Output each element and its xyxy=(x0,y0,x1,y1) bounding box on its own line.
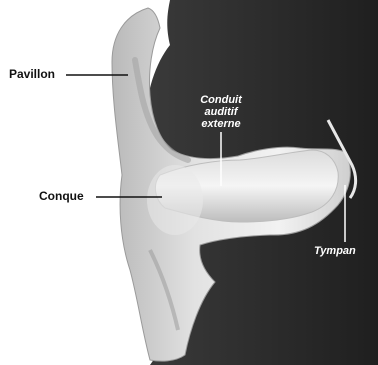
concha-bowl xyxy=(147,165,203,235)
label-pavillon: Pavillon xyxy=(9,67,55,81)
label-conduit-auditif-externe: Conduit auditif externe xyxy=(190,94,252,130)
label-conduit-line-2: auditif xyxy=(190,106,252,118)
label-conduit-line-1: Conduit xyxy=(190,94,252,106)
label-conduit-line-3: externe xyxy=(190,118,252,130)
label-tympan: Tympan xyxy=(314,245,356,257)
label-conque: Conque xyxy=(39,189,84,203)
